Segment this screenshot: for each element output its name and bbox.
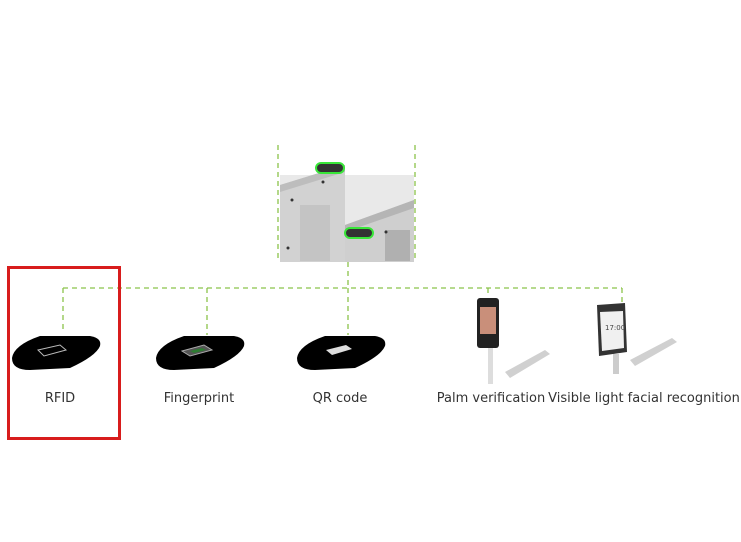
face-terminal-icon: 17:00	[597, 303, 677, 374]
speed-gate-image	[280, 162, 414, 262]
method-label-rfid: RFID	[44, 391, 76, 406]
connectors	[62, 145, 623, 335]
method-label-fingerprint: Fingerprint	[163, 391, 235, 406]
method-label-palm: Palm verification	[436, 391, 546, 406]
rfid-reader-icon	[12, 336, 101, 370]
rfid-highlight-box	[7, 266, 121, 440]
method-label-face: Visible light facial recognition	[548, 391, 740, 406]
fingerprint-reader-icon	[156, 336, 245, 370]
svg-text:17:00: 17:00	[605, 324, 625, 332]
qr-reader-icon	[297, 336, 386, 370]
palm-terminal-icon	[477, 298, 550, 384]
method-label-qr-code: QR code	[312, 391, 368, 406]
